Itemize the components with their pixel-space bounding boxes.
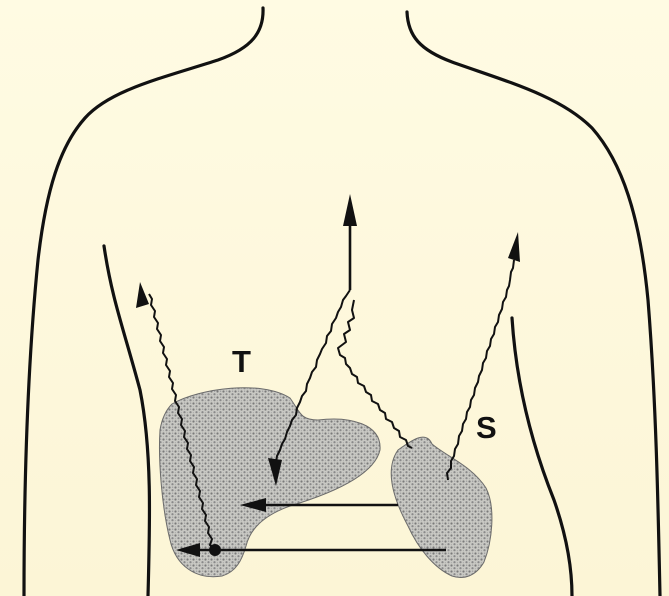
arrowhead-top bbox=[343, 194, 357, 226]
label-t: T bbox=[232, 344, 251, 379]
arrowhead-top-right bbox=[508, 232, 520, 262]
spleen-organ bbox=[391, 437, 492, 577]
source-dot bbox=[209, 544, 221, 556]
arrowhead-top-left bbox=[136, 282, 149, 308]
right-arm-inner-line bbox=[512, 318, 572, 596]
label-s: S bbox=[476, 410, 497, 445]
ray-spleen-to-top-right bbox=[447, 260, 514, 480]
